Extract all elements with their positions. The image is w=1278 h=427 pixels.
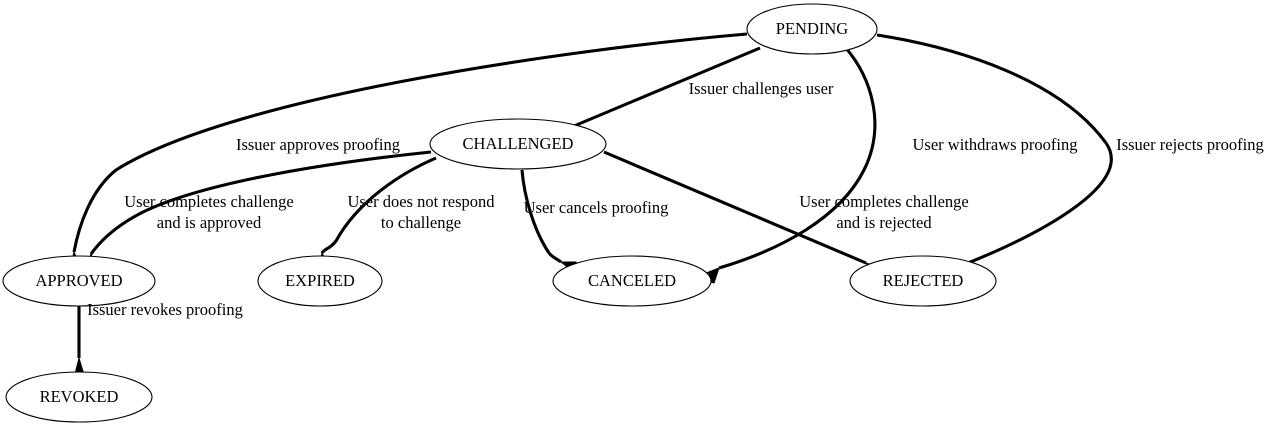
state-node-revoked[interactable]: REVOKED: [5, 371, 153, 423]
state-node-expired[interactable]: EXPIRED: [257, 255, 383, 307]
state-node-challenged[interactable]: CHALLENGED: [429, 118, 607, 170]
edge-label-pending-canceled: User withdraws proofing: [913, 135, 1078, 154]
node-ellipse-challenged: [429, 118, 607, 170]
edge-label-pending-approved: Issuer approves proofing: [236, 135, 400, 154]
nodes-layer: PENDING CHALLENGED APPROVED EXPIRED CANCELED…: [2, 3, 997, 423]
node-label-expired: EXPIRED: [285, 271, 355, 290]
node-label-rejected: REJECTED: [883, 271, 964, 290]
edge-label-challenged-canceled: User cancels proofing: [524, 198, 669, 217]
node-label-canceled: CANCELED: [588, 271, 676, 290]
node-ellipse-canceled: [552, 255, 712, 307]
node-label-pending: PENDING: [776, 19, 848, 38]
node-ellipse-revoked: [5, 371, 153, 423]
node-label-revoked: REVOKED: [40, 387, 119, 406]
state-node-pending[interactable]: PENDING: [746, 3, 878, 55]
state-node-approved[interactable]: APPROVED: [2, 255, 156, 307]
node-ellipse-rejected: [849, 255, 997, 307]
node-ellipse-approved: [2, 255, 156, 307]
edge-line-challenged-canceled: [520, 169, 562, 264]
edge-line-challenged-approved: [89, 150, 432, 255]
edge-line-challenged-expired: [320, 156, 437, 254]
edge-line-pending-approved: [72, 32, 748, 253]
node-ellipse-pending: [746, 3, 878, 55]
edge-label-pending-challenged: Issuer challenges user: [689, 79, 834, 98]
node-label-challenged: CHALLENGED: [463, 134, 574, 153]
state-node-canceled[interactable]: CANCELED: [552, 255, 712, 307]
edge-approved-revoked[interactable]: [73, 306, 86, 379]
node-ellipse-expired: [257, 255, 383, 307]
edge-pending-rejected[interactable]: [876, 33, 1113, 282]
state-node-rejected[interactable]: REJECTED: [849, 255, 997, 307]
edge-line-pending-rejected: [876, 33, 1113, 267]
edge-line-challenged-rejected: [603, 150, 867, 265]
edge-challenged-canceled[interactable]: [520, 169, 581, 279]
edge-line-pending-canceled: [718, 45, 877, 270]
edge-label-approved-revoked: Issuer revokes proofing: [87, 300, 243, 319]
edge-label-pending-rejected: Issuer rejects proofing: [1116, 135, 1264, 154]
edge-line-pending-challenged: [573, 46, 761, 128]
node-label-approved: APPROVED: [35, 271, 122, 290]
